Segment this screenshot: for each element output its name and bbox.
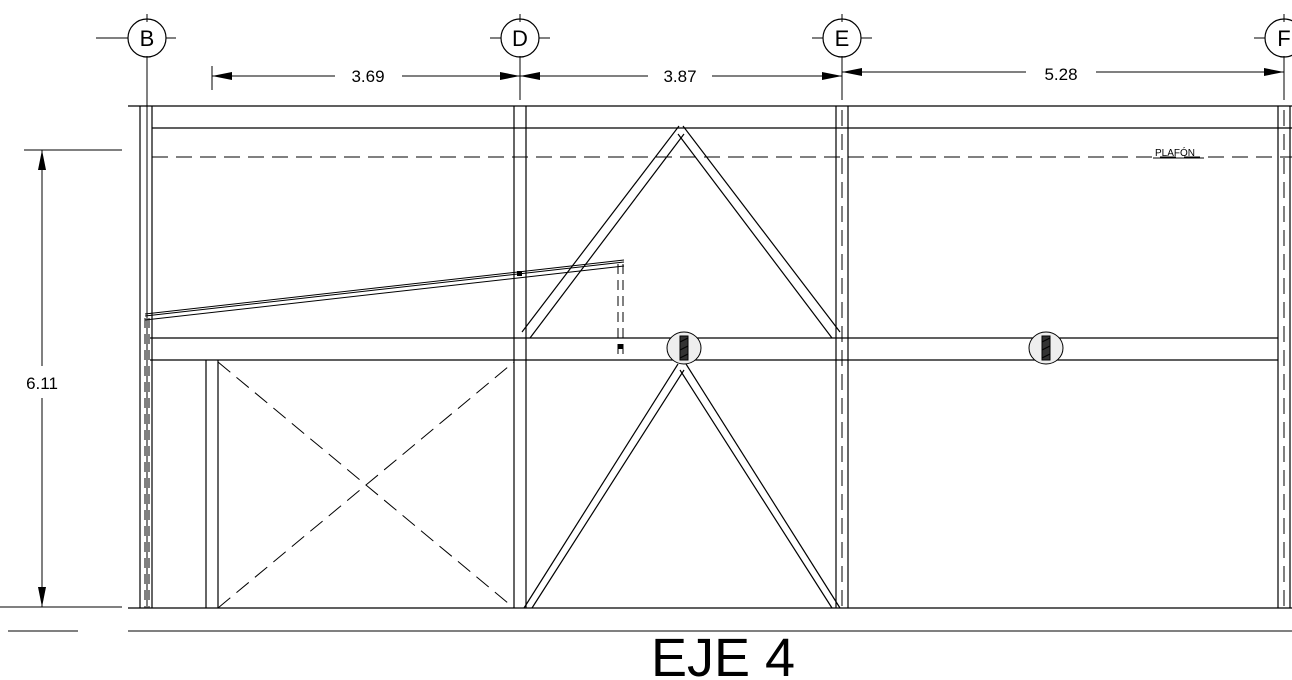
ceiling-label: PLAFÓN	[1155, 146, 1195, 159]
sloped-canopy	[144, 259, 625, 360]
axis-marker-b: B	[96, 14, 176, 608]
beam-section-marker	[1028, 331, 1064, 365]
dimension-de: 3.87	[663, 67, 696, 86]
frame-horizontal-members: PLAFÓN	[8, 105, 1292, 632]
axis-label-e: E	[835, 26, 850, 51]
beam-section-marker	[666, 331, 702, 365]
axis-label-b: B	[140, 26, 155, 51]
frame-columns	[139, 106, 1291, 608]
axis-label-f: F	[1277, 26, 1290, 51]
axis-marker-d: D	[490, 14, 550, 100]
x-brace	[217, 361, 515, 609]
dimension-height: 6.11	[26, 374, 58, 393]
dimension-ef: 5.28	[1044, 65, 1077, 84]
axis-marker-e: E	[812, 14, 872, 100]
dimension-chain-horizontal: 3.69 3.87 5.28	[211, 65, 1284, 90]
drawing-title: EJE 4	[651, 628, 795, 680]
axis-marker-f: F	[1254, 14, 1292, 100]
chevron-brace-lower	[523, 363, 841, 609]
axis-label-d: D	[512, 26, 528, 51]
dimension-bd: 3.69	[351, 67, 384, 86]
dimension-vertical: 6.11	[0, 149, 122, 608]
chevron-brace-upper	[521, 125, 841, 339]
